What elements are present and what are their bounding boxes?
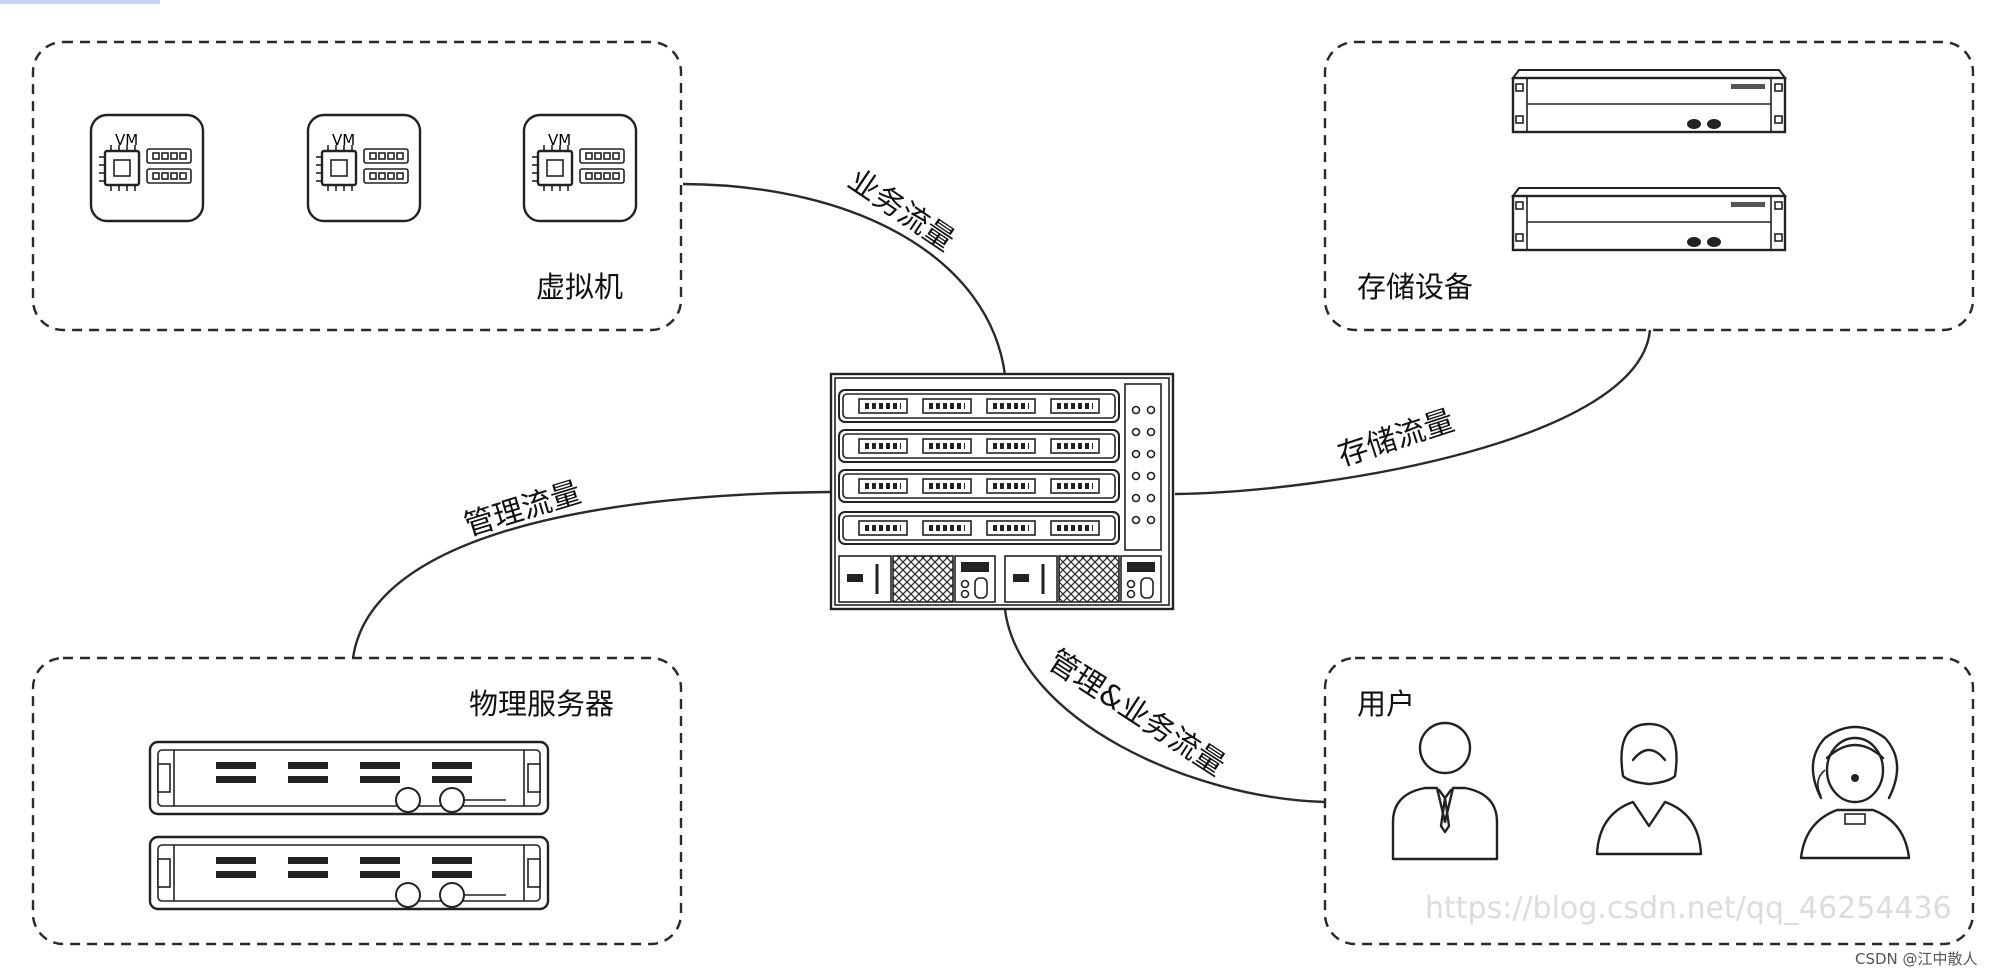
vm-icon-2: VM [306,113,422,223]
flow-label-storage: 存储流量 [1334,403,1459,473]
group-physical-servers [31,656,683,946]
group-storage [1323,40,1975,332]
group-virtual-machines [31,40,683,332]
group-label-users: 用户 [1357,687,1415,721]
link-storage-traffic [1174,329,1652,496]
group-label-virtual-machines: 虚拟机 [536,270,623,304]
group-label-storage: 存储设备 [1357,270,1473,304]
businessman-icon [1391,721,1499,861]
network-switch-icon [829,372,1175,611]
vm-icon-3: VM [522,113,638,223]
rack-server-icon-2 [148,835,550,911]
flow-label-business: 业务流量 [842,163,961,259]
watermark-url: https://blog.csdn.net/qq_46254436 [1425,891,1952,926]
credit-text: CSDN @江中散人 [1855,950,1978,968]
link-mgmt-business-traffic [1003,609,1326,804]
vm-icon-1: VM [89,113,205,223]
vm-badge: VM [548,131,571,149]
vm-badge: VM [115,131,138,149]
storage-array-icon-2 [1511,186,1787,252]
support-agent-icon [1799,725,1911,860]
top-edge-strip [0,0,160,4]
vm-badge: VM [332,131,355,149]
businesswoman-icon [1595,722,1703,856]
group-label-physical-servers: 物理服务器 [469,687,614,721]
link-business-traffic [682,182,1007,376]
storage-array-icon-1 [1511,68,1787,134]
rack-server-icon-1 [148,740,550,816]
link-management-traffic [351,490,831,659]
flow-label-management: 管理流量 [460,475,585,544]
